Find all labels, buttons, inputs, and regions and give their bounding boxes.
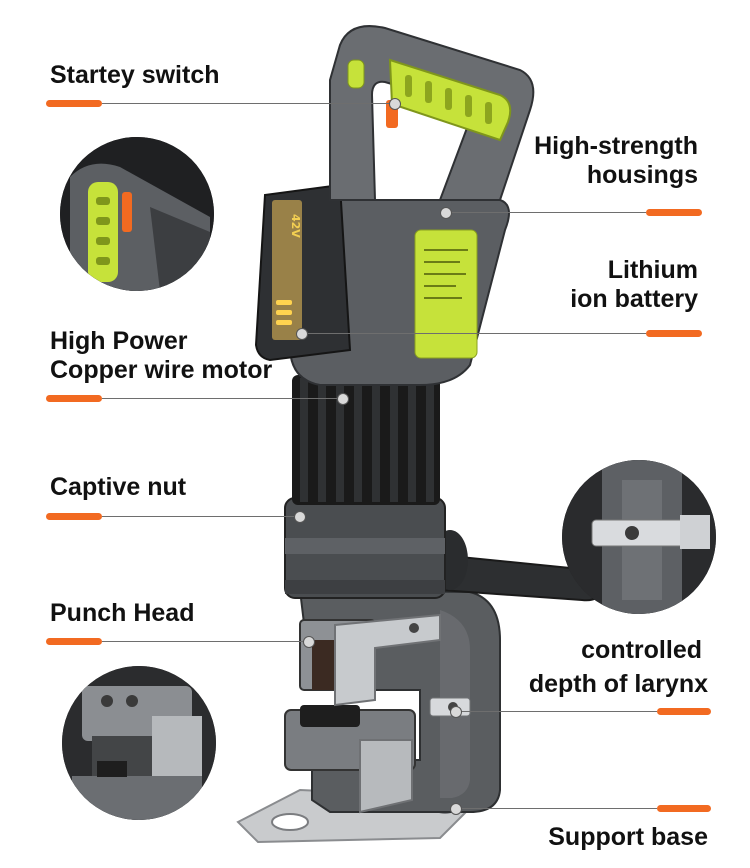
label-punch-head: Punch Head (50, 599, 195, 627)
leader-punch-head (102, 641, 308, 642)
accent-bar-controlled (657, 708, 711, 715)
leader-high-strength (448, 212, 646, 213)
motor-body (292, 375, 440, 505)
label-controlled-2: depth of larynx (528, 670, 708, 698)
accent-bar-lithium (646, 330, 702, 337)
leader-dot-punch-head (303, 636, 315, 648)
leader-dot-lithium (296, 328, 308, 340)
label-support-base: Support base (548, 823, 708, 851)
switch-detail-icon (60, 137, 214, 291)
switch-detail-circle (60, 137, 214, 291)
punch-detail-circle (62, 666, 216, 820)
leader-startey-switch (102, 103, 394, 104)
leader-high-power (102, 398, 342, 399)
label-high-power-1: High Power (50, 327, 188, 355)
leader-dot-controlled (450, 706, 462, 718)
accent-bar-support-base (657, 805, 711, 812)
leader-controlled (455, 711, 657, 712)
accent-bar-punch-head (46, 638, 102, 645)
leader-dot-captive-nut (294, 511, 306, 523)
punch-head-detail-icon (62, 666, 216, 820)
accent-bar-high-power (46, 395, 102, 402)
accent-bar-high-strength (646, 209, 702, 216)
depth-detail-circle (562, 460, 716, 614)
label-lithium-2: ion battery (570, 285, 698, 313)
label-lithium-1: Lithium (607, 256, 698, 284)
battery-voltage-text: 42V (289, 214, 302, 238)
label-high-strength-2: housings (586, 161, 698, 189)
leader-dot-startey-switch (389, 98, 401, 110)
leader-support-base (455, 808, 657, 809)
leader-dot-high-power (337, 393, 349, 405)
depth-gauge-detail-icon (562, 460, 716, 614)
leader-lithium (302, 333, 646, 334)
leader-dot-high-strength (440, 207, 452, 219)
accent-bar-startey-switch (46, 100, 102, 107)
leader-captive-nut (102, 516, 298, 517)
label-controlled-1: controlled (581, 636, 702, 664)
leader-dot-support-base (450, 803, 462, 815)
accent-bar-captive-nut (46, 513, 102, 520)
label-startey-switch: Startey switch (50, 61, 220, 89)
label-high-power-2: Copper wire motor (50, 356, 273, 384)
label-high-strength-1: High-strength (534, 132, 698, 160)
label-captive-nut: Captive nut (50, 473, 187, 501)
